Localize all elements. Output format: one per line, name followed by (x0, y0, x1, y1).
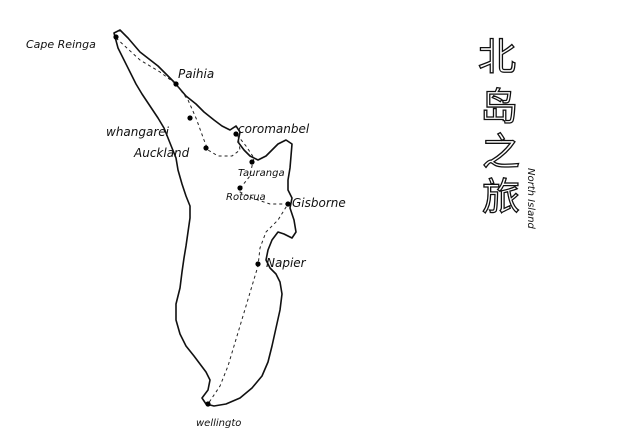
coastline (113, 29, 297, 407)
title-char-2: 岛 (480, 85, 518, 129)
gisborne-dot (285, 201, 291, 207)
paihia-dot (173, 81, 179, 87)
auckland-dot (203, 145, 209, 151)
title-chinese: 北 岛 之 旅 (477, 34, 520, 219)
label-rotorua: Rotorua (226, 192, 266, 203)
rotorua-dot (237, 185, 243, 191)
label-whangarei: whangarei (106, 125, 170, 139)
wellington-dot (205, 401, 211, 407)
label-auckland: Auckland (133, 146, 190, 160)
label-wellington: wellingto (196, 418, 241, 429)
label-coromandel: coromanbel (238, 122, 310, 136)
cape-reinga-dot (113, 34, 119, 40)
coromandel-dot (233, 131, 239, 137)
label-cape-reinga: Cape Reinga (26, 38, 96, 51)
label-napier: Napier (266, 256, 307, 270)
title-english: North Island (525, 168, 536, 230)
title-char-4: 旅 (482, 175, 520, 219)
label-paihia: Paihia (178, 67, 214, 81)
label-tauranga: Tauranga (238, 168, 285, 179)
napier-dot (255, 261, 261, 267)
title-char-3: 之 (482, 130, 520, 174)
title-char-1: 北 (478, 35, 516, 79)
label-gisborne: Gisborne (292, 196, 346, 210)
tauranga-dot (249, 159, 255, 165)
whangarei-dot (187, 115, 193, 121)
